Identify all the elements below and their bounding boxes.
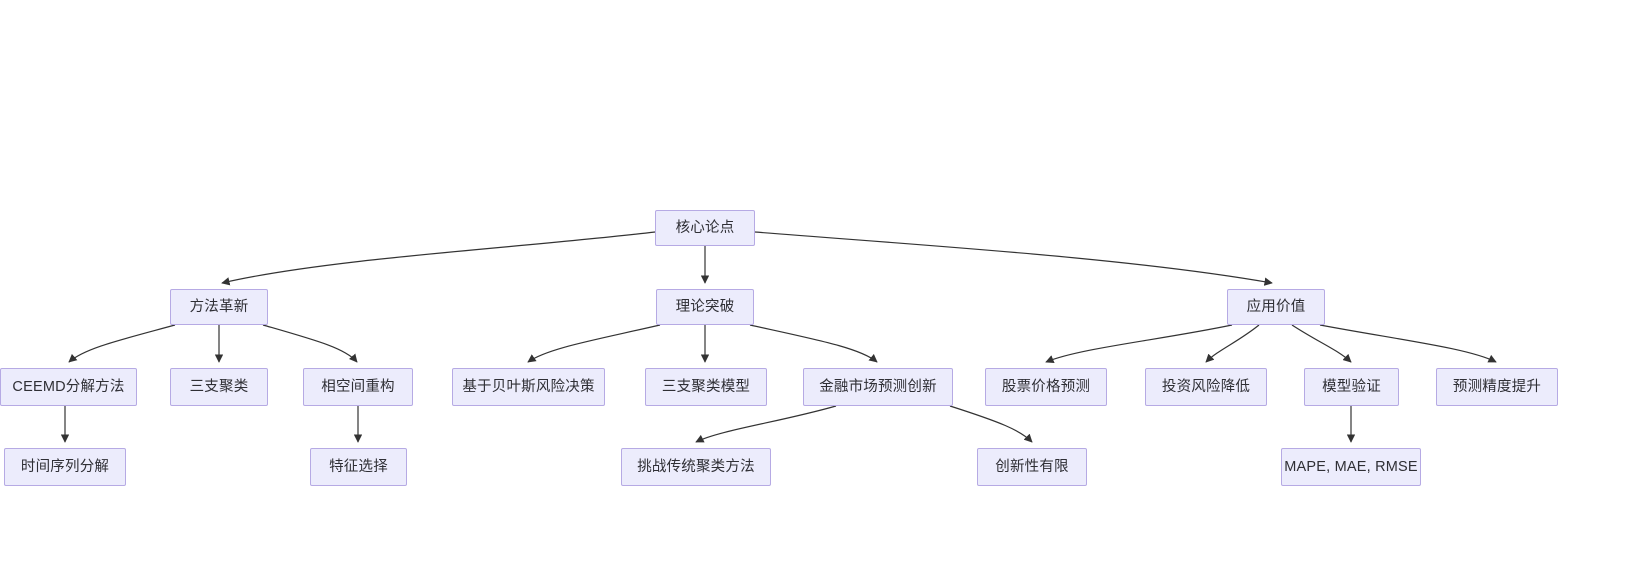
node-l1b[interactable]: 理论突破 [656, 289, 754, 325]
edge-root-to-l1a [221, 231, 656, 286]
edge-l1c-to-l2c1 [1045, 324, 1233, 364]
node-label: CEEMD分解方法 [12, 378, 125, 395]
edge-l1c-to-l2c2 [1205, 324, 1260, 363]
node-label: 基于贝叶斯风险决策 [462, 378, 595, 395]
node-label: 模型验证 [1322, 378, 1381, 395]
node-l2c3[interactable]: 模型验证 [1304, 368, 1399, 406]
node-label: 创新性有限 [995, 458, 1069, 475]
edge-l2b3-to-l3b3b [949, 405, 1033, 443]
node-l2a1[interactable]: CEEMD分解方法 [0, 368, 137, 406]
node-label: 预测精度提升 [1452, 378, 1542, 395]
edge-l1b-to-l2b1 [527, 324, 661, 363]
node-label: 三支聚类模型 [661, 378, 751, 395]
node-label: 方法革新 [189, 298, 249, 315]
node-l3a3[interactable]: 特征选择 [310, 448, 407, 486]
node-l2c2[interactable]: 投资风险降低 [1145, 368, 1267, 406]
node-root[interactable]: 核心论点 [655, 210, 755, 246]
node-label: 应用价值 [1246, 298, 1306, 315]
node-label: 投资风险降低 [1161, 378, 1251, 395]
node-label: 核心论点 [675, 219, 735, 236]
node-label: 相空间重构 [321, 378, 395, 395]
node-l2b2[interactable]: 三支聚类模型 [645, 368, 767, 406]
node-label: 时间序列分解 [20, 458, 110, 475]
node-l3b3a[interactable]: 挑战传统聚类方法 [621, 448, 771, 486]
node-l3c3[interactable]: MAPE, MAE, RMSE [1281, 448, 1421, 486]
node-l3b3b[interactable]: 创新性有限 [977, 448, 1087, 486]
node-l1c[interactable]: 应用价值 [1227, 289, 1325, 325]
edge-l1a-to-l2a3 [262, 324, 358, 363]
node-l2c1[interactable]: 股票价格预测 [985, 368, 1107, 406]
node-label: 金融市场预测创新 [819, 378, 937, 395]
edge-l1b-to-l2b3 [749, 324, 878, 363]
edge-root-to-l1c [754, 231, 1273, 286]
node-l2a2[interactable]: 三支聚类 [170, 368, 268, 406]
edge-l2b3-to-l3b3a [695, 405, 837, 443]
node-label: 三支聚类 [189, 378, 249, 395]
node-l2b1[interactable]: 基于贝叶斯风险决策 [452, 368, 605, 406]
node-l3a1[interactable]: 时间序列分解 [4, 448, 126, 486]
edge-l1c-to-l2c4 [1319, 324, 1497, 363]
node-label: 特征选择 [329, 458, 388, 475]
edge-l1c-to-l2c3 [1291, 324, 1352, 363]
node-label: 股票价格预测 [1001, 378, 1091, 395]
edge-l1a-to-l2a1 [68, 324, 176, 363]
node-label: 挑战传统聚类方法 [637, 458, 755, 475]
node-label: 理论突破 [675, 298, 735, 315]
node-l2b3[interactable]: 金融市场预测创新 [803, 368, 953, 406]
node-l1a[interactable]: 方法革新 [170, 289, 268, 325]
node-l2c4[interactable]: 预测精度提升 [1436, 368, 1558, 406]
node-l2a3[interactable]: 相空间重构 [303, 368, 413, 406]
node-label: MAPE, MAE, RMSE [1284, 458, 1418, 475]
